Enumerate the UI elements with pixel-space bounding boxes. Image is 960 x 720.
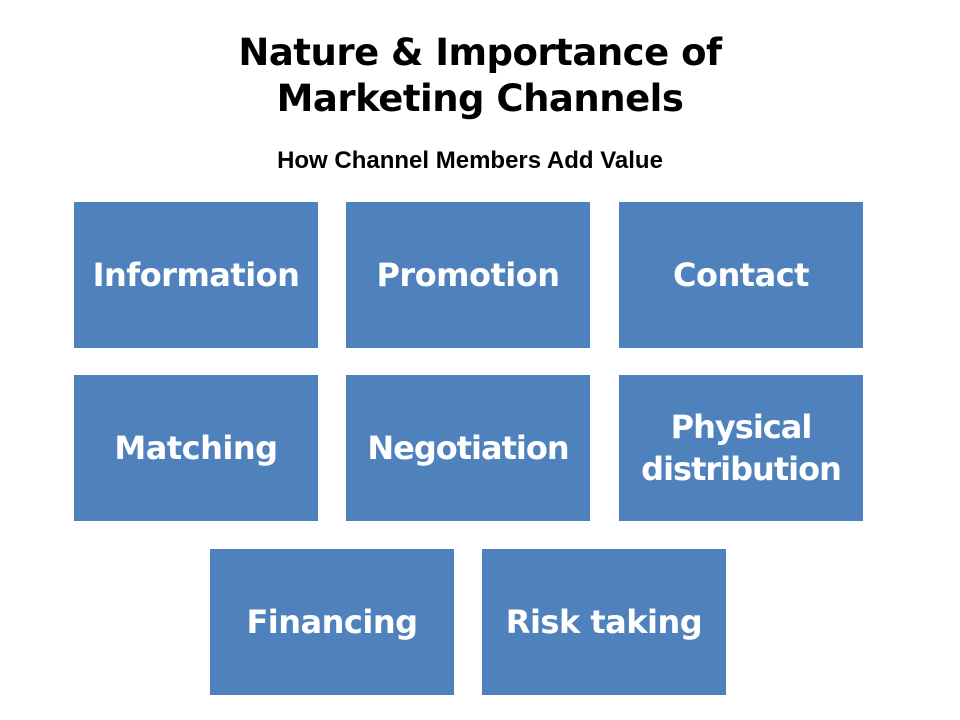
function-tile-risk-taking: Risk taking [482, 549, 726, 695]
function-tile-information: Information [74, 202, 318, 348]
function-tile-physical-distribution: Physical distribution [619, 375, 863, 521]
slide-subtitle: How Channel Members Add Value [277, 147, 663, 174]
function-tile-negotiation: Negotiation [346, 375, 590, 521]
function-tile-financing: Financing [210, 549, 454, 695]
slide-title-line-1: Nature & Importance of [238, 31, 722, 74]
function-tile-promotion: Promotion [346, 202, 590, 348]
slide-title: Nature & Importance of Marketing Channel… [0, 30, 960, 122]
function-tile-matching: Matching [74, 375, 318, 521]
function-tile-contact: Contact [619, 202, 863, 348]
slide-title-line-2: Marketing Channels [276, 77, 684, 120]
